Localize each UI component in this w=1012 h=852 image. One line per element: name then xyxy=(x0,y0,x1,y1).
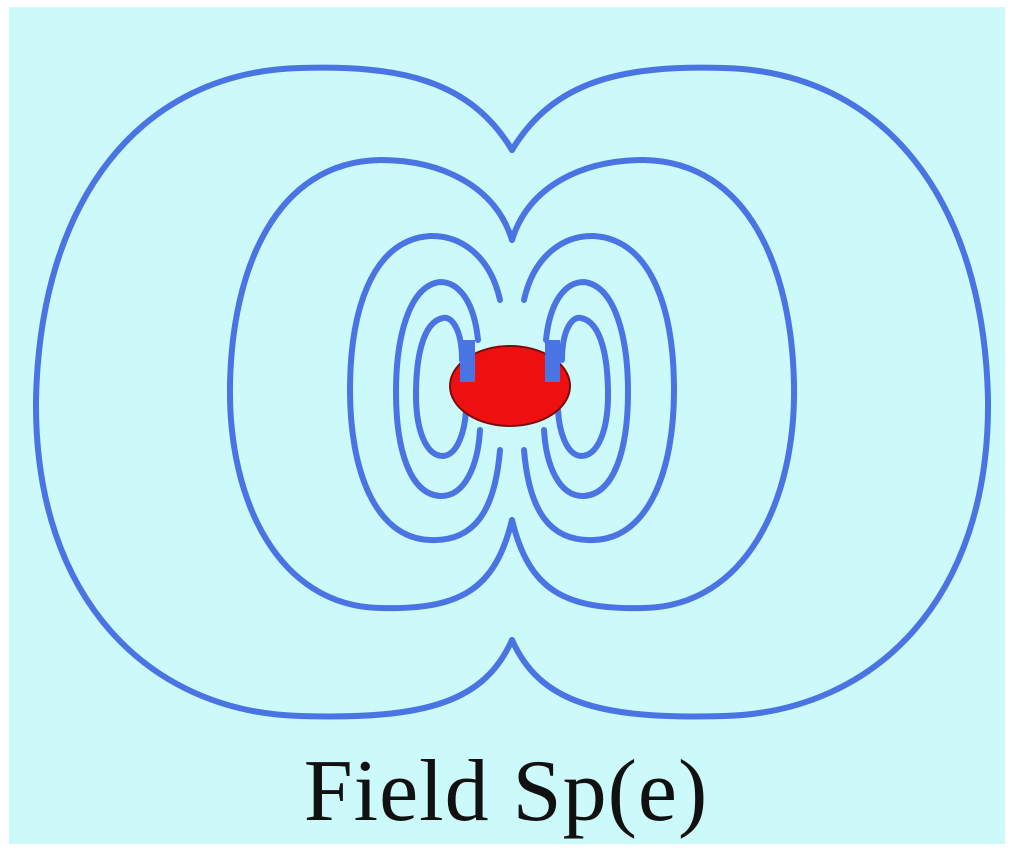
field-line-left-2 xyxy=(226,157,515,612)
field-line-right-3 xyxy=(521,232,677,544)
central-source xyxy=(449,345,571,427)
field-line-left-4 xyxy=(393,279,483,500)
field-line-right-4 xyxy=(541,279,631,500)
field-line-left-inner xyxy=(413,314,469,459)
source-stub-right xyxy=(545,340,560,382)
field-line-right-inner xyxy=(555,314,611,459)
field-line-right-outer xyxy=(509,64,992,720)
source-stub-left xyxy=(460,340,475,382)
field-line-right-2 xyxy=(509,157,798,612)
field-line-left-outer xyxy=(32,64,515,720)
diagram-caption: Field Sp(e) xyxy=(303,743,709,840)
field-line-left-3 xyxy=(347,232,503,544)
